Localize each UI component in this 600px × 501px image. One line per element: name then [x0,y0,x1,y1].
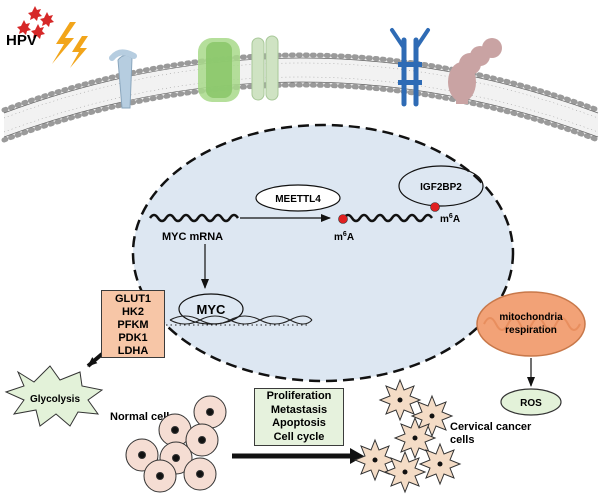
glycolysis-arrow [86,352,104,368]
transformation-arrowhead [350,448,364,464]
outcome-proliferation: Proliferation [266,390,332,402]
enzyme-hk2: HK2 [121,306,144,318]
outcome-apoptosis: Apoptosis [272,417,326,429]
mitochondria-icon [476,291,586,357]
m6a-dot-right [430,202,440,212]
methylated-mrna-strand [342,213,434,223]
dimer-receptor-icon [390,28,430,107]
m6a-left-m: m [334,232,343,243]
m6a-label-right: m6A [440,213,460,225]
nucleus [131,123,515,383]
enzyme-pfkm: PFKM [117,319,149,331]
m6a-label-left: m6A [334,231,354,243]
myc-label: MYC [197,302,227,317]
enzyme-ldha: LDHA [117,345,149,357]
hpv-virus-icon [17,6,54,39]
outcome-metastasis: Metastasis [270,403,328,416]
cancer-nuclei [372,397,443,475]
glycolysis-burst [4,365,104,427]
meettl4-label: MEETTL4 [275,194,321,205]
m6a-right-sup: 6 [449,213,453,220]
meettl4-node [255,184,341,212]
m6a-right-a: A [453,214,460,225]
cancer-cells-cluster [353,378,462,494]
lightning-icon [52,22,88,68]
membrane-receptor-icon [109,49,137,109]
ros-label: ROS [520,398,542,409]
normal-cells-cluster [125,395,227,493]
igf2bp2-node [398,165,484,207]
normal-cells-label: Normal cells [110,411,175,423]
receptor-complex-icon [448,38,502,104]
transporter-protein-icon [251,35,279,101]
ros-node [500,388,562,416]
mitochondria-label-line2: respiration [505,325,557,336]
outcome-cell-cycle: Cell cycle [273,430,325,443]
igf2bp2-label: IGF2BP2 [420,182,462,193]
cervical-cancer-label-line1: Cervical cancer [450,421,532,433]
dna-helix-icon [166,315,313,326]
enzyme-glut1: GLUT1 [114,293,152,305]
cellular-outcomes-box: Proliferation Metastasis Apoptosis Cell … [254,388,344,446]
mitochondria-label-line1: mitochondria [499,312,563,323]
glycolysis-label: Glycolysis [30,394,80,405]
glycolytic-enzymes-box: GLUT1 HK2 PFKM PDK1 LDHA [101,290,165,358]
hpv-label: HPV [6,32,37,49]
enzyme-pdk1: PDK1 [118,332,148,344]
cervical-cancer-label-line2: cells [450,434,474,446]
m6a-left-a: A [347,232,354,243]
myc-mrna-strand [148,213,240,223]
myc-mrna-label: MYC mRNA [162,231,223,243]
m6a-right-m: m [440,214,449,225]
m6a-left-sup: 6 [343,231,347,238]
m6a-dot-left [338,214,348,224]
channel-protein-glow-icon [198,38,240,102]
